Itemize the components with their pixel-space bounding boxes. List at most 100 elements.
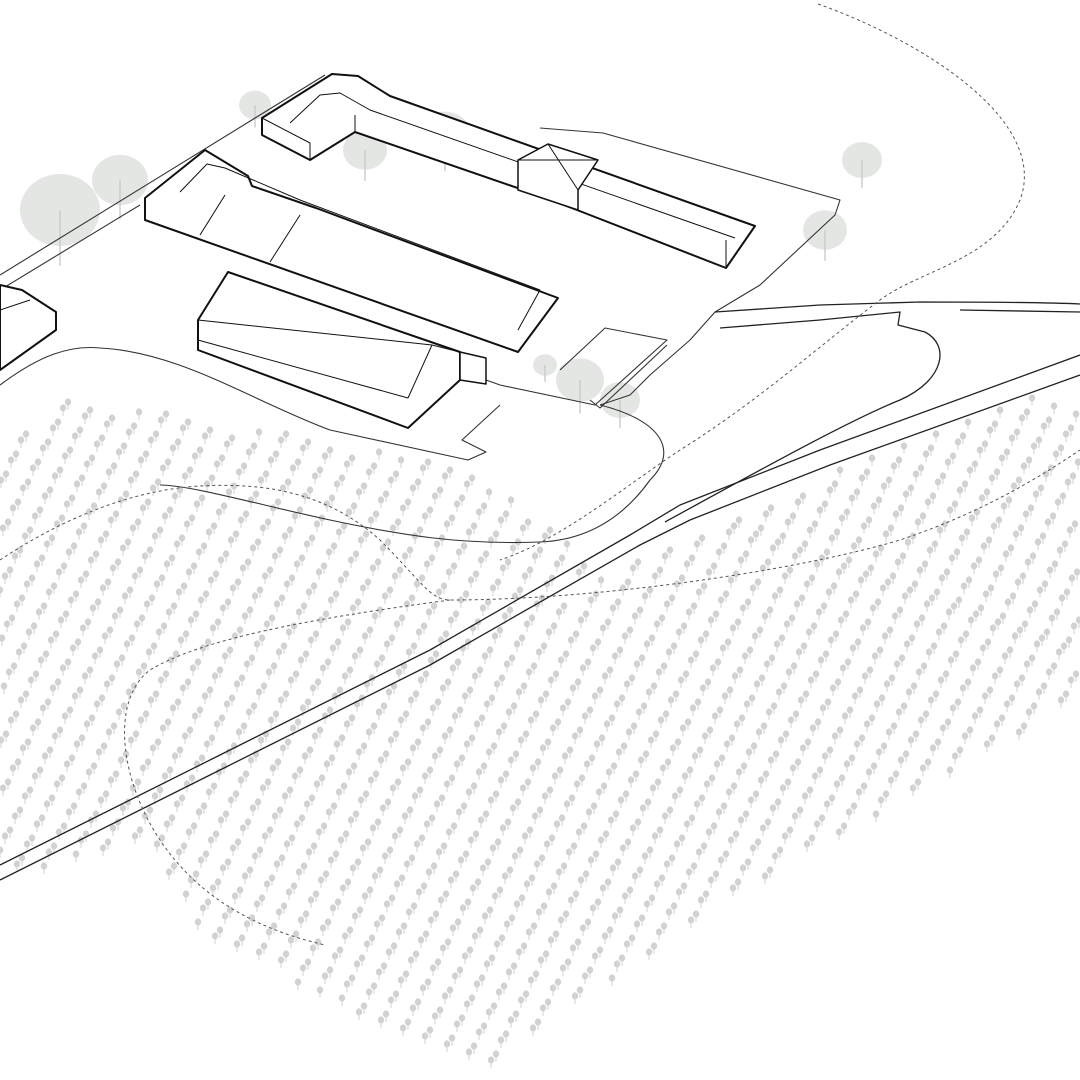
orchard-tree [221, 652, 229, 664]
orchard-tree [68, 754, 76, 766]
orchard-tree [327, 596, 335, 608]
orchard-tree [1043, 628, 1051, 640]
orchard-tree [120, 702, 128, 714]
orchard-tree [1001, 652, 1009, 664]
orchard-tree [378, 654, 386, 666]
orchard-tree [132, 730, 140, 742]
orchard-tree [1067, 424, 1075, 436]
orchard-tree [793, 600, 801, 612]
orchard-tree [240, 722, 248, 734]
orchard-tree [494, 578, 502, 590]
orchard-tree [952, 650, 960, 662]
orchard-tree [1023, 408, 1031, 420]
orchard-tree [228, 434, 236, 446]
orchard-tree [447, 616, 455, 628]
orchard-tree [53, 780, 61, 792]
orchard-tree [1044, 518, 1052, 530]
orchard-tree [870, 502, 878, 514]
orchard-tree [69, 644, 77, 656]
orchard-tree [7, 716, 15, 728]
orchard-tree [71, 692, 79, 704]
orchard-tree [22, 690, 30, 702]
orchard-tree [86, 666, 94, 678]
orchard-tree [219, 604, 227, 616]
orchard-tree [59, 404, 67, 416]
orchard-tree [41, 492, 49, 504]
orchard-tree [453, 500, 461, 512]
orchard-tree [196, 706, 204, 718]
orchard-tree [940, 622, 948, 634]
orchard-tree [634, 558, 642, 570]
orchard-tree [22, 430, 30, 442]
orchard-tree [981, 440, 989, 452]
orchard-tree [947, 656, 955, 668]
orchard-tree [580, 562, 588, 574]
orchard-tree [125, 428, 133, 440]
orchard-tree [46, 486, 54, 498]
orchard-tree [366, 626, 374, 638]
orchard-tree [168, 554, 176, 566]
orchard-tree [1061, 540, 1069, 552]
orchard-tree [54, 678, 62, 690]
orchard-tree [157, 676, 165, 688]
orchard-tree [918, 614, 926, 626]
orchard-tree [225, 488, 233, 500]
orchard-tree [284, 478, 292, 490]
orchard-tree [285, 628, 293, 640]
orchard-tree [1029, 552, 1037, 564]
orchard-tree [350, 502, 358, 514]
orchard-tree [1059, 492, 1067, 504]
orchard-tree [365, 468, 373, 480]
orchard-tree [98, 694, 106, 706]
orchard-tree [144, 498, 152, 510]
orchard-tree [996, 406, 1004, 418]
orchard-tree [186, 466, 194, 478]
orchard-tree [949, 452, 957, 464]
orchard-tree [26, 526, 34, 538]
orchard-tree [258, 634, 266, 646]
orchard-tree [524, 518, 532, 530]
orchard-tree [104, 838, 112, 850]
orchard-tree [43, 540, 51, 552]
orchard-tree [38, 814, 46, 826]
orchard-tree [134, 518, 142, 530]
orchard-tree [372, 510, 380, 522]
orchard-tree [45, 588, 53, 600]
orchard-tree [108, 414, 116, 426]
orchard-tree [853, 488, 861, 500]
orchard-tree [986, 426, 994, 438]
orchard-tree [282, 430, 290, 442]
orchard-tree [484, 598, 492, 610]
orchard-tree [749, 584, 757, 596]
orchard-tree [88, 714, 96, 726]
orchard-tree [396, 566, 404, 578]
orchard-tree [78, 474, 86, 486]
orchard-tree [737, 556, 745, 568]
orchard-tree [416, 526, 424, 538]
orchard-tree [188, 514, 196, 526]
orchard-tree [200, 542, 208, 554]
orchard-tree [506, 606, 514, 618]
orchard-tree [173, 540, 181, 552]
orchard-tree [112, 770, 120, 782]
orchard-tree [189, 664, 197, 676]
orchard-tree [759, 564, 767, 576]
orchard-tree [243, 660, 251, 672]
orchard-tree [1036, 586, 1044, 598]
orchard-tree [235, 728, 243, 740]
orchard-tree [34, 718, 42, 730]
orchard-tree [348, 454, 356, 466]
orchard-tree [666, 546, 674, 558]
orchard-tree [976, 446, 984, 458]
orchard-tree [114, 558, 122, 570]
orchard-tree [271, 552, 279, 564]
orchard-tree [791, 552, 799, 564]
orchard-tree [536, 546, 544, 558]
orchard-tree [142, 710, 150, 722]
orchard-tree [431, 492, 439, 504]
orchard-tree [44, 438, 52, 450]
orchard-tree [8, 614, 16, 626]
orchard-tree [386, 586, 394, 598]
orchard-tree [1, 832, 9, 844]
orchard-tree [509, 544, 517, 556]
